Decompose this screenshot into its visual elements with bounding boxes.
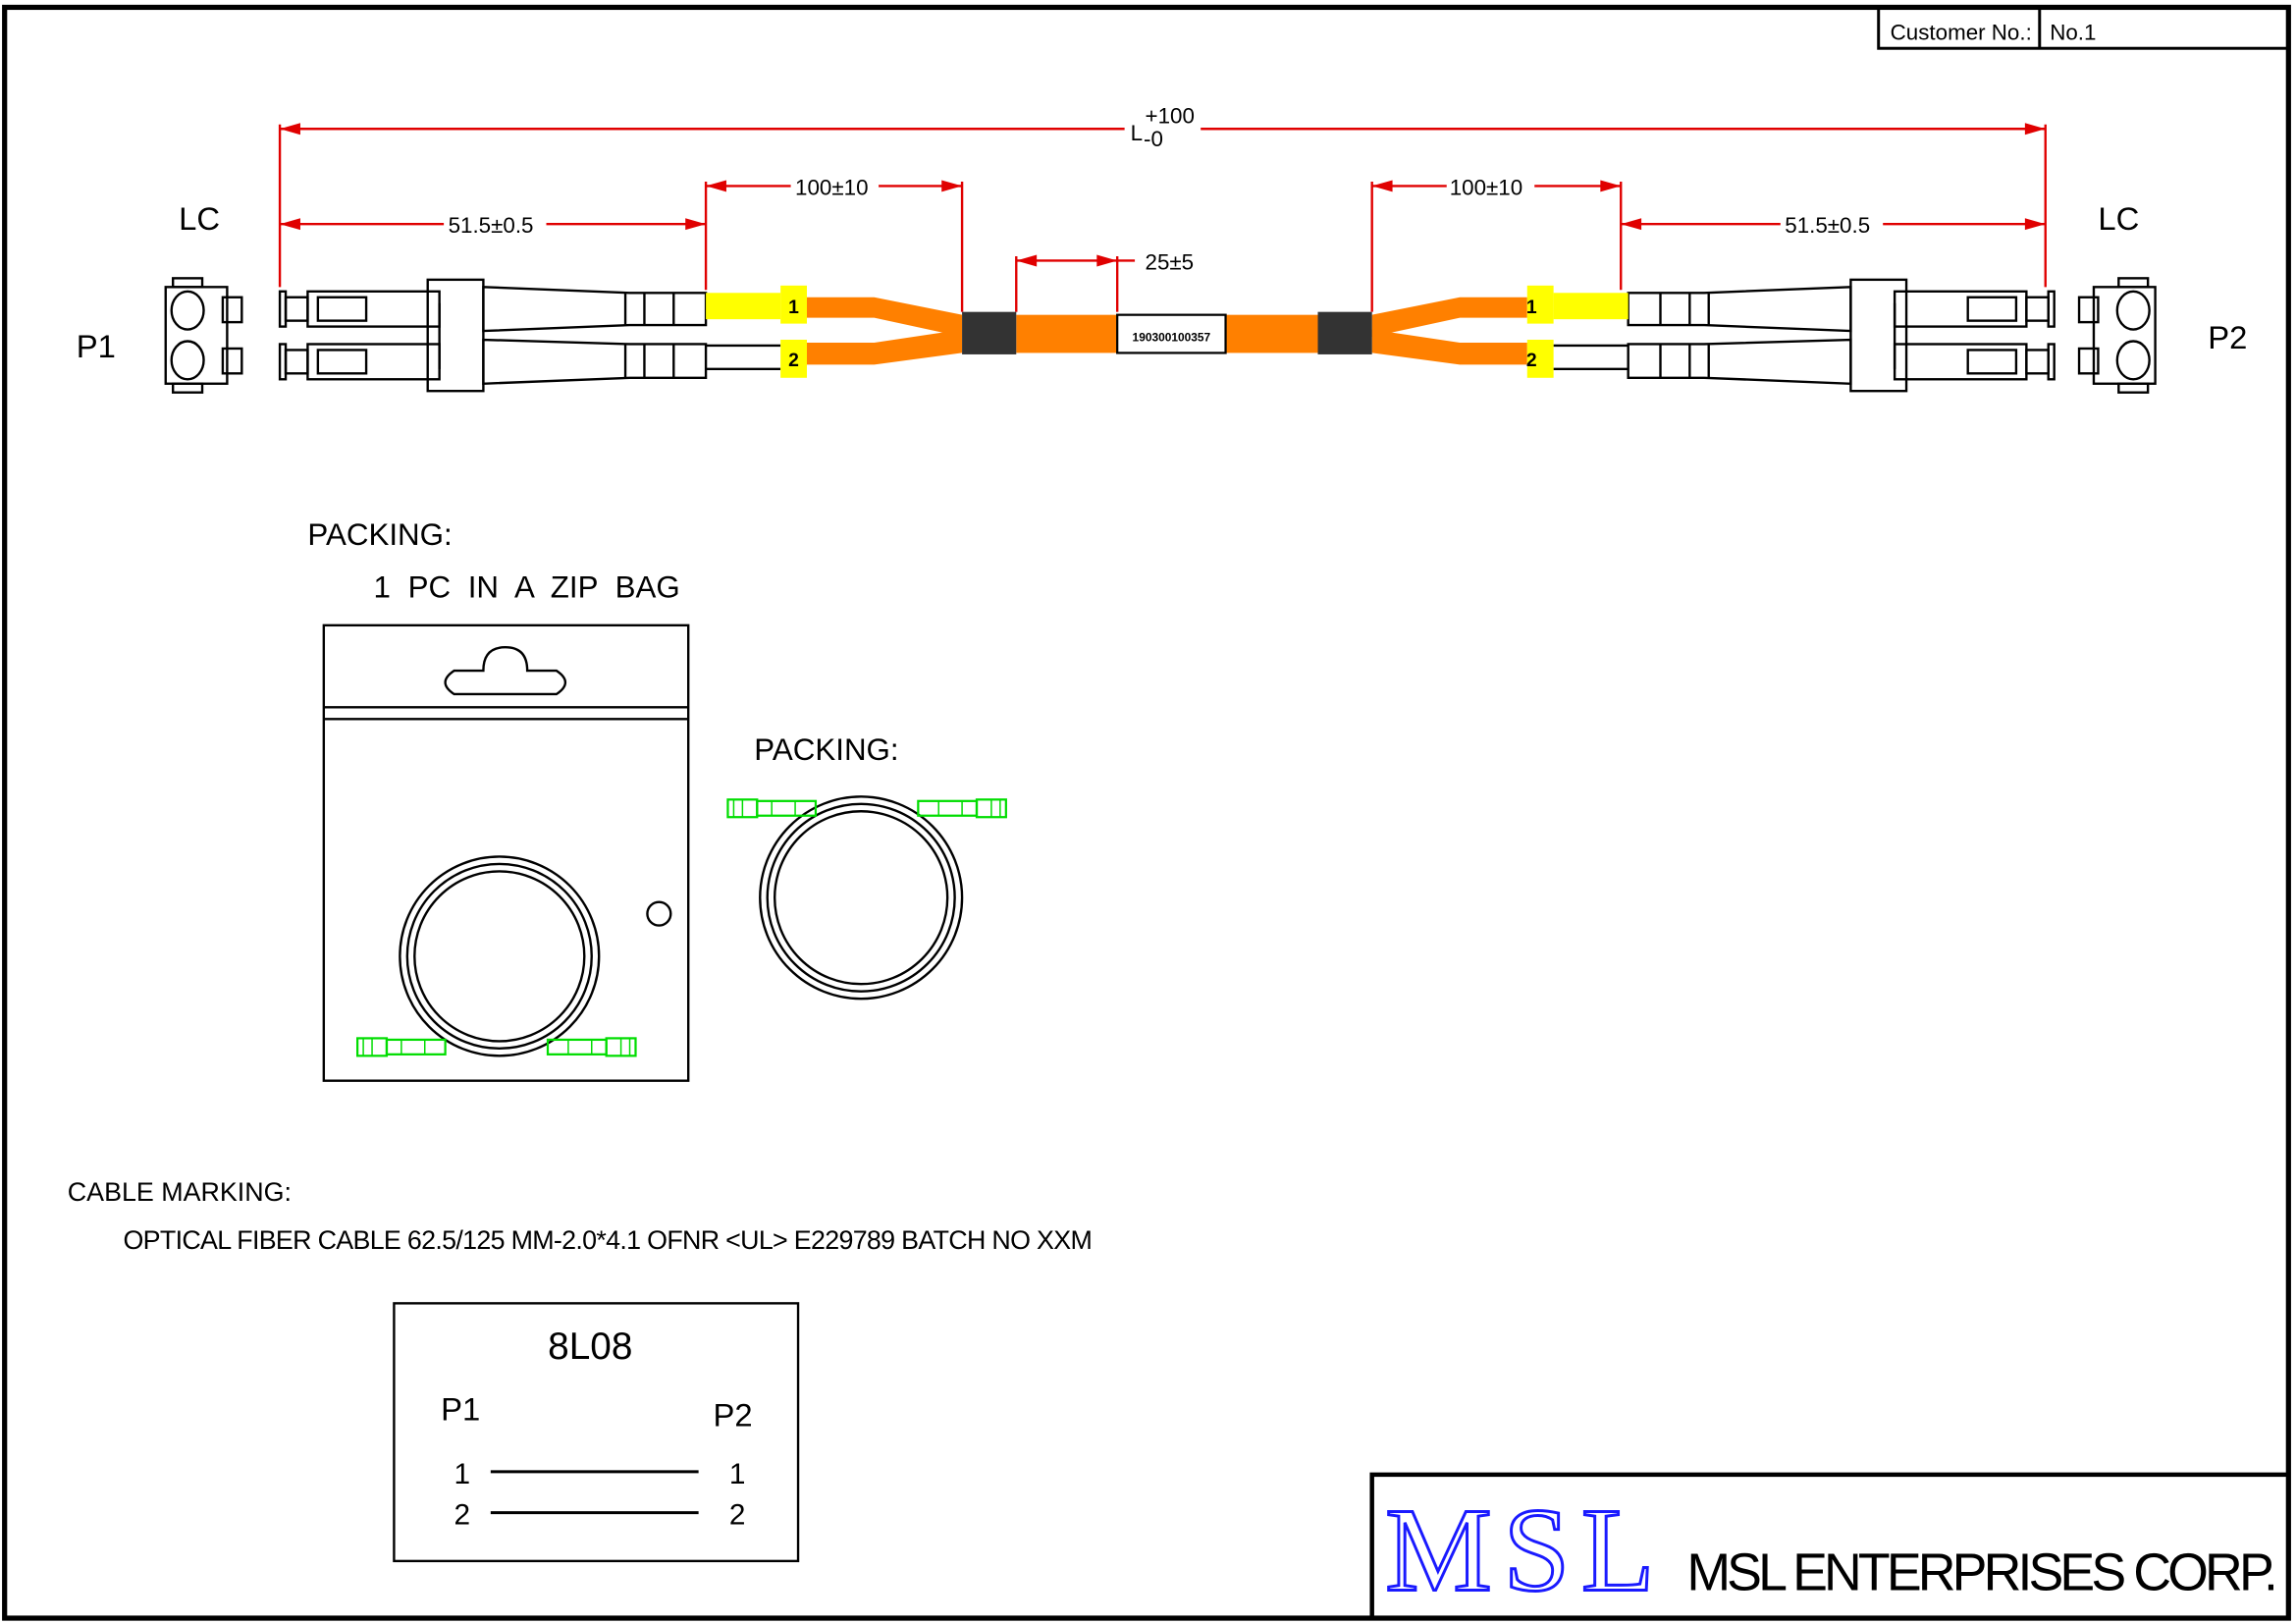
label-offset-dimension: 25±5 bbox=[1146, 249, 1195, 274]
p1-connector-face-icon bbox=[164, 277, 243, 394]
packing-heading-1: PACKING: bbox=[307, 517, 452, 552]
customer-label: Customer No.: bbox=[1891, 20, 2032, 44]
overall-length-base: L bbox=[1131, 121, 1143, 145]
company-title-block: MSL MSL ENTERPRISES CORP. bbox=[1369, 1472, 2291, 1621]
customer-value: No.1 bbox=[2050, 20, 2096, 44]
left-connector-length-dimension: 51.5±0.5 bbox=[449, 213, 534, 238]
zip-bag-illustration bbox=[322, 623, 690, 1082]
company-logo: MSL bbox=[1385, 1485, 1654, 1617]
dimension-lines: L +100 -0 51.5±0.5 51.5±0.5 100±10 100±1… bbox=[278, 103, 2047, 312]
polarity-row-1-right: 1 bbox=[729, 1458, 746, 1490]
overall-length-upper-tolerance: +100 bbox=[1146, 103, 1195, 128]
packing-description: 1 PC IN A ZIP BAG bbox=[374, 570, 680, 605]
right-marker-2: 2 bbox=[1526, 350, 1537, 371]
polarity-row-2-right: 2 bbox=[729, 1499, 746, 1532]
cable-marking-heading: CABLE MARKING: bbox=[68, 1177, 292, 1207]
cable-label: 190300100357 bbox=[1133, 331, 1211, 345]
drawing-frame bbox=[2, 4, 2291, 1621]
left-port-label: P1 bbox=[77, 328, 116, 364]
left-marker-2: 2 bbox=[788, 350, 799, 371]
polarity-row-1-left: 1 bbox=[454, 1458, 471, 1490]
right-port-label: P2 bbox=[2208, 319, 2247, 355]
polarity-diagram: 8L08 P1 P2 1 1 2 2 bbox=[393, 1302, 800, 1563]
polarity-left-port: P1 bbox=[441, 1391, 480, 1428]
polarity-right-port: P2 bbox=[714, 1397, 753, 1434]
left-breakout-dimension: 100±10 bbox=[795, 175, 868, 199]
right-connector-length-dimension: 51.5±0.5 bbox=[1785, 213, 1870, 238]
p2-connector-face-icon bbox=[2077, 277, 2157, 394]
right-connector-type: LC bbox=[2098, 200, 2139, 237]
fiber-cable: 190300100357 1 2 1 2 bbox=[278, 278, 2056, 393]
customer-number-block: Customer No.: No.1 bbox=[1877, 5, 2290, 50]
right-breakout-dimension: 100±10 bbox=[1450, 175, 1522, 199]
company-name: MSL ENTERPRISES CORP. bbox=[1686, 1543, 2278, 1602]
polarity-title: 8L08 bbox=[548, 1326, 632, 1368]
left-connector-type: LC bbox=[179, 200, 220, 237]
right-lc-connector bbox=[1316, 278, 2056, 393]
overall-length-lower-tolerance: -0 bbox=[1144, 127, 1163, 151]
packing-heading-2: PACKING: bbox=[754, 732, 898, 767]
right-marker-1: 1 bbox=[1526, 297, 1537, 318]
polarity-row-2-left: 2 bbox=[454, 1499, 471, 1532]
cable-marking-text: OPTICAL FIBER CABLE 62.5/125 MM-2.0*4.1 … bbox=[123, 1225, 1092, 1255]
left-lc-connector bbox=[278, 278, 1018, 393]
coiled-cable-illustration bbox=[726, 795, 1007, 1001]
left-marker-1: 1 bbox=[788, 297, 799, 318]
